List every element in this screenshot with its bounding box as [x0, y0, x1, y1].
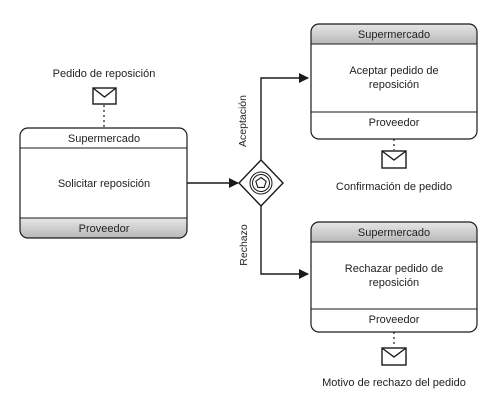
message-label: Motivo de rechazo del pedido	[322, 377, 466, 389]
task-label-line2: reposición	[369, 277, 419, 289]
envelope-icon	[381, 150, 407, 169]
task-label-line2: reposición	[369, 79, 419, 91]
bottom-participant-label: Proveedor	[79, 223, 130, 235]
message-motivo-rechazo: Motivo de rechazo del pedido	[322, 332, 466, 389]
message-label: Pedido de reposición	[53, 68, 156, 80]
message-label: Confirmación de pedido	[336, 181, 452, 193]
gateway-outer-circle	[249, 171, 273, 195]
top-participant-label: Supermercado	[358, 29, 430, 41]
sequence-flow-aceptacion	[260, 73, 309, 160]
flow-label-aceptacion: Aceptación	[237, 95, 249, 147]
message-pedido: Pedido de reposición	[53, 68, 156, 128]
sequence-flow-rechazo	[260, 206, 309, 279]
message-confirmacion: Confirmación de pedido	[336, 139, 452, 193]
participant-band-top	[311, 222, 477, 242]
pentagon-icon	[255, 176, 267, 188]
participant-band-bottom	[20, 218, 187, 238]
choreography-task-rechazar[interactable]: Supermercado Rechazar pedido de reposici…	[310, 221, 478, 333]
bottom-participant-label: Proveedor	[369, 314, 420, 326]
choreography-task-solicitar[interactable]: Supermercado Solicitar reposición Provee…	[19, 127, 188, 239]
envelope-icon	[92, 87, 117, 105]
event-based-gateway[interactable]	[238, 158, 284, 208]
task-label-line1: Rechazar pedido de	[345, 263, 443, 275]
task-label-line1: Aceptar pedido de	[349, 65, 438, 77]
bottom-participant-label: Proveedor	[369, 117, 420, 129]
envelope-icon	[381, 347, 407, 366]
top-participant-label: Supermercado	[68, 133, 140, 145]
choreography-task-aceptar[interactable]: Supermercado Aceptar pedido de reposició…	[310, 23, 478, 140]
participant-band-top	[311, 24, 477, 44]
gateway-diamond	[238, 158, 284, 208]
task-label: Solicitar reposición	[58, 178, 150, 190]
flow-label-rechazo: Rechazo	[238, 224, 250, 266]
gateway-inner-circle	[252, 174, 270, 192]
top-participant-label: Supermercado	[358, 227, 430, 239]
